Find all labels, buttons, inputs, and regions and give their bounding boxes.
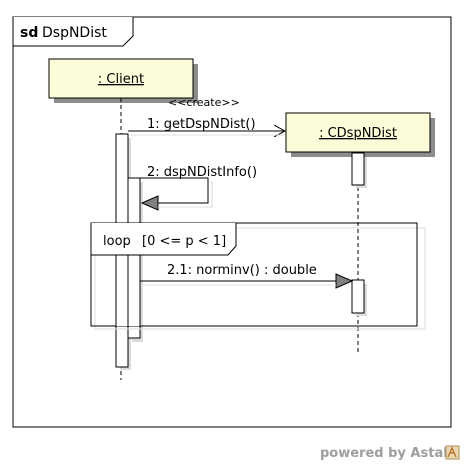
loop-fragment-tab xyxy=(90,223,237,256)
message-2-1-label: 2.1: norminv() : double xyxy=(167,263,317,278)
loop-fragment-shadow xyxy=(94,227,426,330)
cdspndist-lifeline-label: : CDspNDist xyxy=(319,126,397,141)
astah-logo-mark xyxy=(447,446,457,458)
message-2-label: 2: dspNDistInfo() xyxy=(147,165,257,180)
loop-operator: loop xyxy=(103,234,131,249)
message-2-arrow xyxy=(128,177,209,204)
frame-label-tab xyxy=(12,17,134,47)
brand-text: powered by Astah xyxy=(320,446,452,461)
message-2-1-arrowhead xyxy=(335,273,354,289)
frame-keyword: sd xyxy=(20,25,38,41)
loop-guard: [0 <= p < 1] xyxy=(142,234,226,249)
astah-brand: powered by Astah xyxy=(320,445,460,461)
loop-fragment xyxy=(90,222,418,327)
cdspndist-activation-2 xyxy=(351,279,365,314)
client-nested-overlay xyxy=(128,256,140,326)
client-lifeline-label: : Client xyxy=(98,72,144,87)
frame-name: DspNDist xyxy=(42,25,107,41)
client-activation-overlay xyxy=(116,256,128,326)
message-1-label: 1: getDspNDist() xyxy=(147,117,256,132)
message-2-arrow-shadow xyxy=(158,181,213,208)
create-stereotype: <<create>> xyxy=(168,96,240,109)
client-lifeline-head xyxy=(48,58,194,99)
message-2-arrowhead xyxy=(140,195,159,211)
cdspndist-activation-1 xyxy=(351,152,365,186)
